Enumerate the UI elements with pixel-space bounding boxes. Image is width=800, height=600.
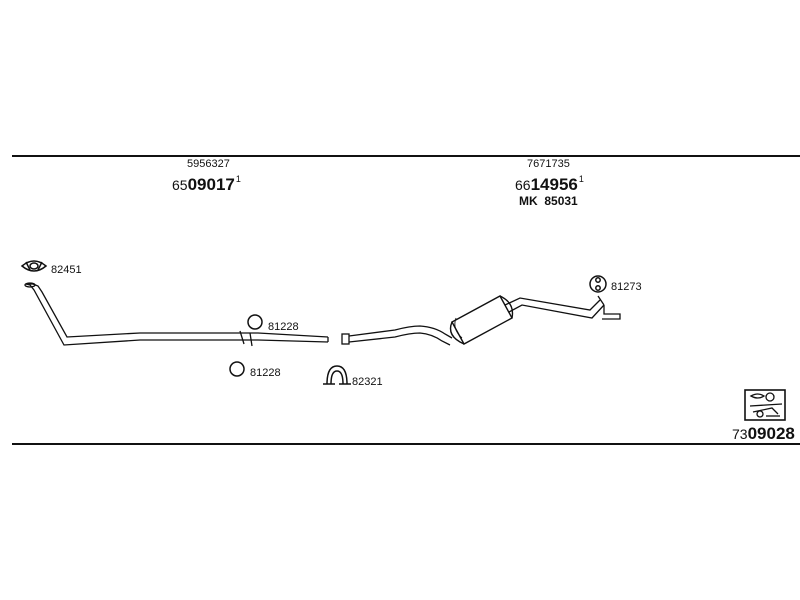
left-ref-number: 5956327: [187, 158, 230, 170]
tail-pipe: [504, 295, 621, 320]
gasket-front-label: 82451: [51, 264, 82, 276]
ring-lower-label: 81228: [250, 367, 281, 379]
rubber-mount-label: 81273: [611, 281, 642, 293]
ring-lower-icon: [229, 361, 245, 377]
right-code-main: 14956: [530, 175, 578, 194]
clamp-icon: [323, 365, 351, 385]
rear-pipe: [341, 325, 453, 346]
set-number-prefix: 73: [732, 426, 748, 442]
right-ref-number: 7671735: [527, 158, 570, 170]
rear-silencer: [449, 295, 514, 345]
left-code-main: 09017: [187, 175, 235, 194]
left-code-note: 1: [235, 174, 241, 184]
left-code-prefix: 65: [172, 177, 188, 193]
ring-upper-label: 81228: [268, 321, 299, 333]
kit-label: MK: [519, 194, 538, 208]
kit-number: 85031: [544, 194, 578, 208]
exhaust-set-icon: [744, 389, 786, 421]
left-article-code: 65090171: [172, 174, 241, 194]
right-code-note: 1: [578, 174, 584, 184]
right-article-code: 66149561: [515, 174, 584, 194]
front-pipe: [24, 282, 329, 347]
right-kit-code: MK 85031: [519, 195, 578, 207]
rubber-mount-icon: [589, 275, 607, 293]
ring-upper-icon: [247, 314, 263, 330]
gasket-front-icon: [20, 260, 48, 272]
set-number: 7309028: [732, 425, 795, 443]
clamp-label: 82321: [352, 376, 383, 388]
set-number-main: 09028: [747, 424, 795, 443]
right-code-prefix: 66: [515, 177, 531, 193]
